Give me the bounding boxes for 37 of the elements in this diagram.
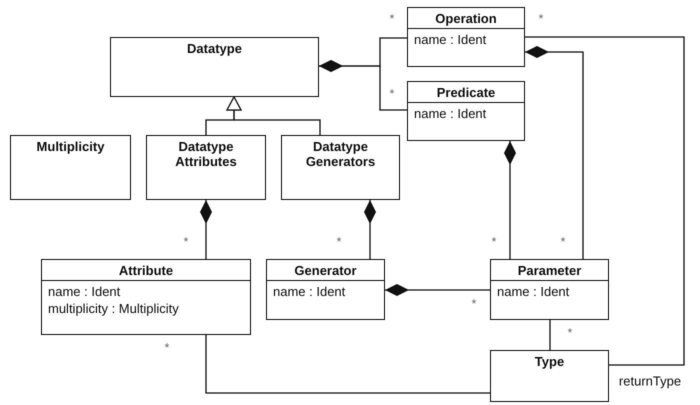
class-box — [10, 135, 131, 200]
class-name: Predicate — [408, 82, 524, 103]
class-name: Type — [534, 353, 566, 371]
association-line — [205, 335, 490, 394]
class-name: Datatype Attributes — [174, 138, 238, 171]
attribute-text: name : Ident — [273, 283, 346, 300]
attribute-text: name : Ident — [414, 31, 488, 48]
class-name: Generator — [267, 260, 384, 281]
class-box — [490, 259, 609, 320]
class-name: Multiplicity — [36, 138, 106, 156]
class-box — [41, 259, 251, 335]
class-name: Attribute — [42, 260, 250, 281]
class-box — [490, 350, 609, 402]
class-name: Operation — [408, 8, 524, 29]
class-name: Datatype Generators — [304, 138, 376, 171]
composition-line — [319, 60, 407, 111]
composition-line — [504, 141, 516, 259]
attribute-text: name : Ident — [414, 105, 488, 122]
class-box — [407, 81, 525, 141]
composition-line — [525, 46, 584, 259]
association-line — [525, 36, 685, 366]
attribute-text: multiplicity : Multiplicity — [48, 300, 180, 317]
composition-line — [385, 284, 490, 296]
class-box — [146, 135, 266, 200]
role-label: returnType — [618, 374, 682, 388]
composition-line — [200, 200, 212, 259]
class-box — [407, 7, 525, 67]
class-name: Parameter — [491, 260, 608, 281]
class-box — [110, 37, 319, 97]
association-line — [549, 320, 551, 350]
attribute-text: name : Ident — [497, 283, 570, 300]
class-name: Datatype — [186, 40, 243, 58]
class-box — [281, 135, 400, 200]
composition-line — [364, 200, 376, 259]
generalization-arrow — [226, 96, 321, 135]
attribute-text: name : Ident — [48, 283, 122, 300]
class-box — [266, 259, 385, 320]
